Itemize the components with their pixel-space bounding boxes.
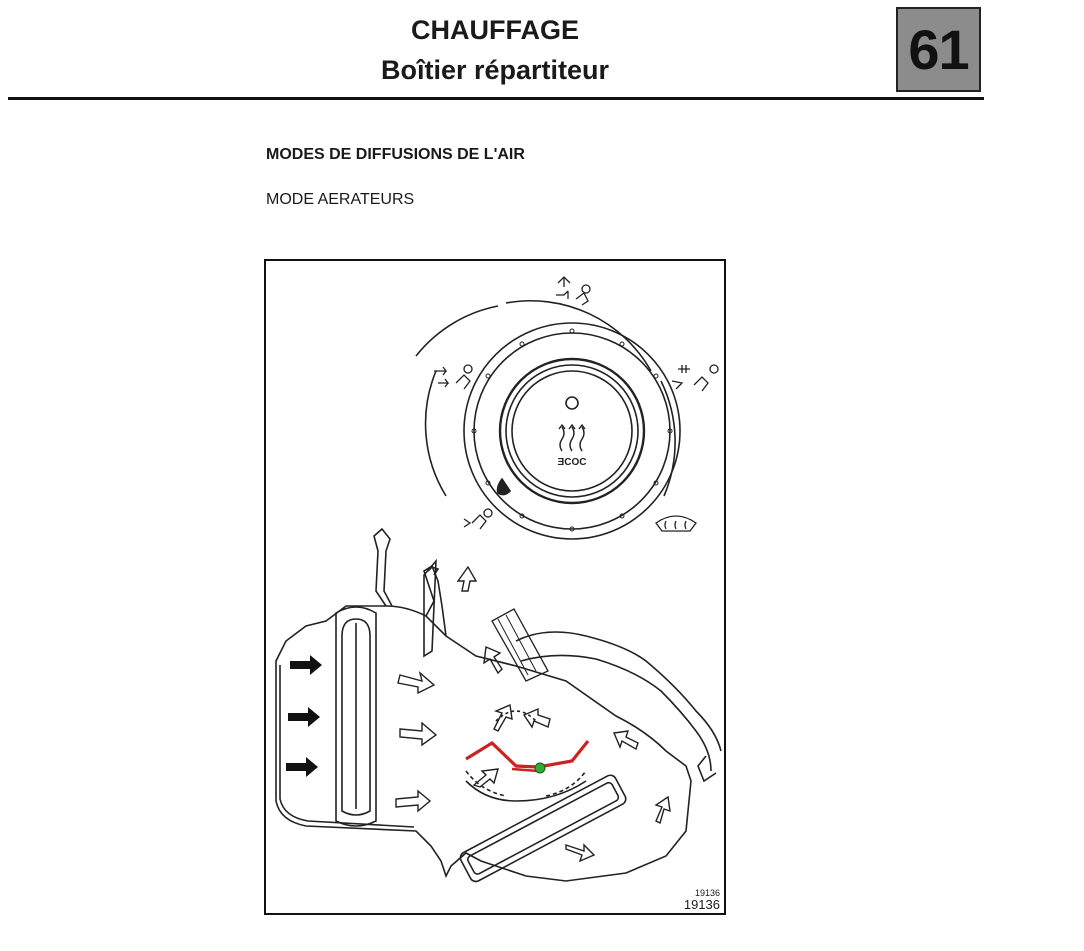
page-title: CHAUFFAGE Boîtier répartiteur bbox=[300, 10, 690, 90]
figure-reference-small: 19136 bbox=[694, 888, 720, 898]
inlet-arrow bbox=[286, 757, 318, 777]
section-heading: MODES DE DIFFUSIONS DE L'AIR bbox=[266, 146, 525, 163]
airflow-arrows bbox=[395, 565, 671, 863]
knob-pointer-icon bbox=[496, 477, 512, 496]
airflow-arrow bbox=[399, 721, 438, 747]
ring-ticks bbox=[471, 328, 673, 532]
section-number-badge: 61 bbox=[896, 7, 981, 92]
airflow-arrow bbox=[565, 843, 596, 863]
feet-mode-icon bbox=[463, 508, 493, 530]
airflow-arrow bbox=[612, 730, 639, 751]
airflow-arrow bbox=[522, 707, 551, 729]
distribution-flap bbox=[465, 740, 590, 774]
airflow-arrow bbox=[472, 768, 499, 788]
figure-reference: 19136 19136 bbox=[684, 887, 720, 911]
figure-reference-number: 19136 bbox=[683, 897, 720, 912]
mode-selector-knob: ƎCOC bbox=[415, 300, 681, 540]
airflow-arrow bbox=[483, 645, 503, 675]
inlet-arrow bbox=[288, 707, 320, 727]
section-subheading: MODE AERATEURS bbox=[266, 191, 415, 208]
heat-waves-icon bbox=[558, 423, 586, 452]
vent-face-mode-icon bbox=[434, 364, 473, 390]
airflow-arrow bbox=[456, 565, 478, 592]
air-distribution-diagram: ƎCOC bbox=[264, 259, 726, 915]
diagram-drawing: ƎCOC bbox=[275, 276, 722, 883]
header-divider bbox=[8, 97, 984, 100]
mode-icons bbox=[434, 276, 719, 532]
airflow-arrow bbox=[395, 789, 432, 813]
defrost-feet-mode-icon bbox=[671, 364, 719, 392]
airflow-arrow bbox=[397, 671, 436, 695]
vent-feet-mode-icon bbox=[556, 276, 591, 306]
airflow-arrow bbox=[493, 703, 513, 732]
page-title-line1: CHAUFFAGE bbox=[411, 15, 579, 45]
flap-pivot bbox=[534, 762, 546, 774]
airflow-arrow bbox=[654, 795, 671, 825]
windscreen-defrost-icon bbox=[655, 515, 697, 532]
inlet-arrows bbox=[286, 655, 322, 777]
heater-box-outline bbox=[275, 527, 722, 883]
knob-label: ƎCOC bbox=[558, 457, 587, 468]
inlet-arrow bbox=[290, 655, 322, 675]
page-title-line2: Boîtier répartiteur bbox=[380, 55, 610, 85]
